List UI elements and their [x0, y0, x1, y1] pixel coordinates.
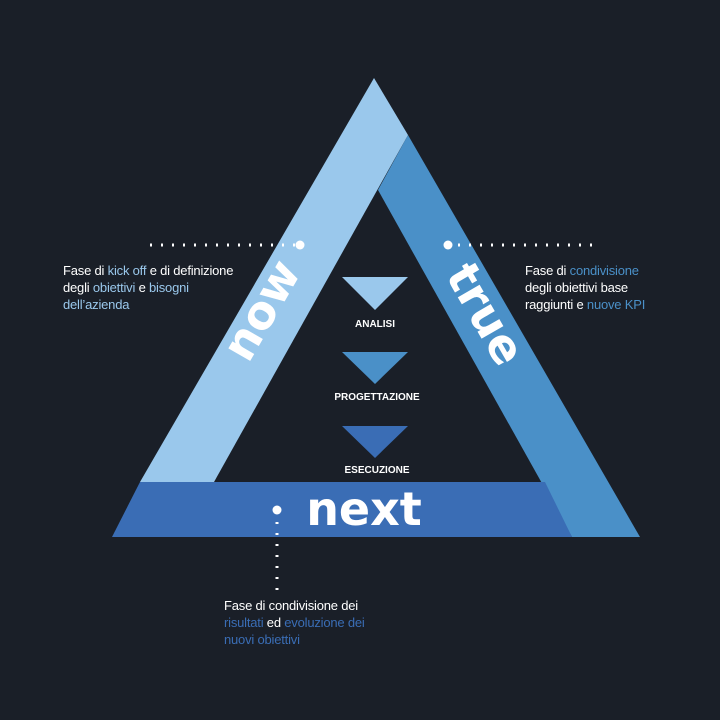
dot-left — [295, 240, 305, 250]
step-arrow-1 — [342, 277, 408, 310]
caption-highlight: condivisione — [569, 263, 639, 278]
caption-bottom: Fase di condivisione dei risultati ed ev… — [224, 597, 389, 648]
caption-text: e — [135, 280, 150, 295]
caption-highlight: nuove KPI — [586, 297, 646, 312]
caption-highlight: kick off — [107, 263, 147, 278]
caption-highlight: obiettivi — [92, 280, 136, 295]
dot-right — [443, 240, 453, 250]
left-band — [140, 78, 408, 482]
bottom-band — [112, 482, 572, 537]
step-label: ANALISI — [355, 319, 395, 330]
step-arrow-3 — [342, 426, 408, 458]
caption-right: Fase di condivisione degli obiettivi bas… — [525, 262, 665, 313]
step-label: PROGETTAZIONE — [334, 392, 420, 403]
caption-text: ed — [263, 615, 285, 630]
caption-text: degli obiettivi base raggiunti e — [525, 280, 628, 312]
caption-text: Fase di — [63, 263, 108, 278]
caption-highlight: risultati — [224, 615, 264, 630]
caption-highlight: bisogni dell’azienda — [63, 280, 189, 312]
side-label-next: next — [306, 482, 422, 536]
caption-text: Fase di — [525, 263, 570, 278]
dot-bottom — [272, 505, 282, 515]
right-band — [378, 135, 640, 537]
caption-text: Fase di condivisione dei — [224, 598, 358, 613]
caption-highlight: evoluzione dei nuovi obiettivi — [224, 615, 365, 647]
caption-left: Fase di kick off e di definizione degli … — [63, 262, 253, 313]
step-arrow-2 — [342, 352, 408, 384]
caption-text: e di definizione degli — [63, 263, 234, 295]
step-label: ESECUZIONE — [344, 465, 409, 476]
